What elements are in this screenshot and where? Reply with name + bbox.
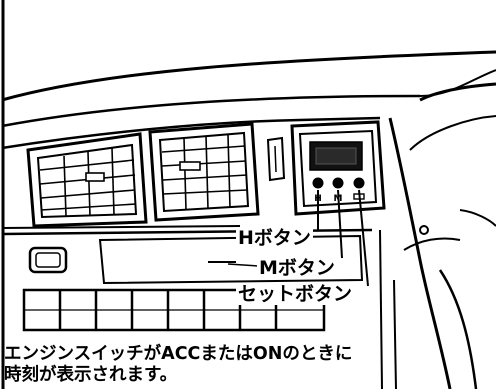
caption-line-2: 時刻が表示されます。 — [4, 365, 178, 385]
dash-panel-outline — [1, 116, 381, 150]
steering-wheel — [388, 82, 496, 389]
clock-module — [290, 120, 386, 216]
h-button[interactable] — [312, 177, 324, 189]
left-air-vent — [26, 132, 148, 228]
switch-left[interactable] — [28, 246, 68, 274]
dash-screw — [419, 225, 429, 235]
callout-leaders — [317, 189, 369, 287]
set-button[interactable] — [353, 177, 365, 189]
caption-line-1: エンジンスイッチがACCまたはONのときに — [4, 344, 353, 364]
control-strip — [22, 288, 326, 332]
m-button-callout: Mボタン — [257, 257, 337, 279]
m-button[interactable] — [332, 177, 344, 189]
set-button-callout: セットボタン — [236, 283, 355, 305]
h-button-callout: Hボタン — [236, 227, 313, 249]
center-air-vent — [148, 122, 260, 222]
console-lines — [379, 229, 397, 389]
vent-knob — [266, 136, 286, 182]
dash-lower-edge — [1, 225, 241, 229]
